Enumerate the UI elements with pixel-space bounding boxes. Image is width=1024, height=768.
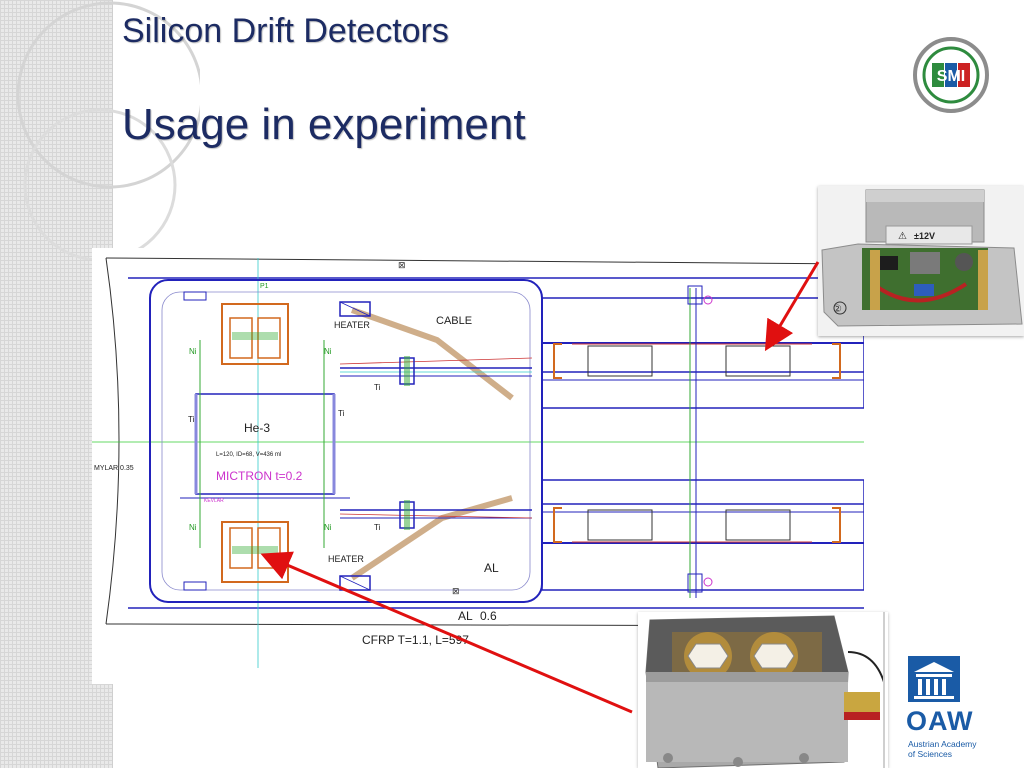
label-ni-bottom-right: Ni bbox=[324, 523, 332, 532]
svg-text:⚠: ⚠ bbox=[898, 231, 907, 242]
label-dimensions: L=120, ID=68, V=436 ml bbox=[216, 452, 281, 458]
oaw-org-line2: of Sciences bbox=[908, 749, 952, 759]
label-heater-top: HEATER bbox=[334, 320, 370, 330]
slide-subtitle: Usage in experiment bbox=[122, 100, 526, 149]
label-al-outer: AL bbox=[458, 609, 473, 623]
label-ti-cable-top: Ti bbox=[374, 383, 381, 392]
photo-voltage-label: ±12V bbox=[914, 231, 935, 241]
svg-text:⊠: ⊠ bbox=[452, 587, 460, 597]
oaw-org-line1: Austrian Academy bbox=[908, 739, 977, 749]
label-he3: He-3 bbox=[244, 421, 270, 435]
label-kevlar: KEVLAR bbox=[204, 498, 224, 504]
svg-text:⊠: ⊠ bbox=[398, 261, 406, 271]
label-ni-top-right: Ni bbox=[324, 347, 332, 356]
label-cable: CABLE bbox=[436, 315, 472, 327]
label-heater-bottom: HEATER bbox=[328, 554, 364, 564]
oaw-logo: OAW Austrian Academy of Sciences bbox=[906, 656, 986, 764]
label-ti-right: Ti bbox=[338, 409, 345, 418]
academy-building-icon bbox=[908, 656, 960, 702]
label-mylar: MYLAR 0.35 bbox=[94, 465, 134, 472]
label-ti-cable-bottom: Ti bbox=[374, 523, 381, 532]
smi-logo: SMI bbox=[913, 37, 989, 113]
slide-title: Silicon Drift Detectors bbox=[122, 12, 449, 50]
label-al-thickness: 0.6 bbox=[480, 609, 497, 623]
photo-circle-number: ② bbox=[833, 304, 842, 315]
smi-logo-text: SMI bbox=[937, 68, 965, 85]
label-al-inner: AL bbox=[484, 561, 499, 575]
label-cfrp: CFRP T=1.1, L=597 bbox=[362, 633, 469, 647]
photo-sdd-box bbox=[638, 612, 888, 768]
label-ni-bottom-left: Ni bbox=[189, 523, 197, 532]
oaw-org-name: Austrian Academy of Sciences bbox=[908, 739, 988, 759]
label-mictron: MICTRON t=0.2 bbox=[216, 469, 303, 483]
decorative-arcs bbox=[16, 1, 200, 260]
label-ti-left: Ti bbox=[188, 415, 195, 424]
label-p1: P1 bbox=[260, 283, 269, 290]
label-ni-top-left: Ni bbox=[189, 347, 197, 356]
oaw-wordmark: OAW bbox=[906, 706, 974, 736]
photo-detector-module: ⚠ ±12V ② bbox=[818, 186, 1024, 336]
